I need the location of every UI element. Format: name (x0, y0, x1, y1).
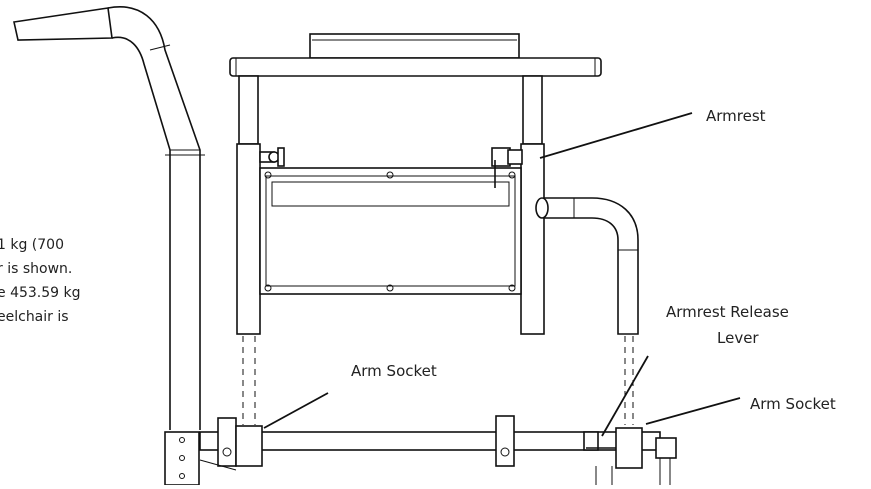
clamp-middle (495, 415, 515, 467)
frame-tube-inner (111, 36, 171, 430)
seat-frame-rail (199, 415, 677, 485)
side-text-line1: 1 kg (700 (0, 237, 64, 253)
bracket-hole (179, 455, 185, 461)
push-handle-frame (13, 6, 205, 486)
handle-grip (13, 7, 113, 41)
latch-knob-plate (277, 147, 285, 167)
release-bracket (507, 149, 523, 165)
arm-socket-right-label: Arm Socket (750, 395, 836, 413)
arm-post-left-lower (236, 143, 261, 335)
side-text-line4: eelchair is (0, 309, 69, 325)
arm-top-rail (229, 57, 602, 77)
bracket-hole (179, 473, 185, 479)
release-lever-housing (583, 431, 599, 451)
socket-brace (199, 459, 237, 471)
armrest-label: Armrest (706, 107, 766, 125)
arm-post-right-lower (520, 143, 545, 335)
arm-socket-left-leader (263, 392, 329, 429)
panel-rivet (264, 171, 272, 179)
frame-bracket (164, 431, 200, 486)
tube-seam (149, 44, 171, 51)
release-lever-label-line1: Armrest Release (666, 303, 789, 321)
arm-post-left-upper (238, 75, 259, 145)
panel-rivet (264, 284, 272, 292)
arm-socket-left-body (235, 425, 263, 467)
side-text-line2: r is shown. (0, 261, 72, 277)
panel-rivet (386, 284, 394, 292)
side-panel-strip (271, 181, 510, 207)
clamp-bolt (222, 447, 232, 457)
release-lever-leader (601, 355, 649, 437)
clamp-bolt (500, 447, 510, 457)
armrest-leader (539, 112, 693, 159)
arm-socket-right-leader (645, 397, 741, 425)
arm-socket-left-label: Arm Socket (351, 362, 437, 380)
side-hand-rail (543, 197, 639, 335)
side-text-line3: e 453.59 kg (0, 285, 81, 301)
alignment-guides (242, 336, 634, 425)
panel-rivet (386, 171, 394, 179)
panel-rivet (508, 171, 516, 179)
rail-end-fitting (655, 437, 677, 459)
release-lever-label-line2: Lever (717, 329, 759, 347)
frame-tube-outer (107, 6, 201, 430)
side-panel (259, 167, 522, 295)
arm-pad (309, 33, 520, 59)
hand-rail-end (535, 197, 549, 219)
panel-rivet (508, 284, 516, 292)
arm-post-right-upper (522, 75, 543, 145)
side-panel-inner (265, 175, 516, 287)
armrest-assembly (229, 33, 639, 335)
bracket-hole (179, 437, 185, 443)
clamp-left (217, 417, 237, 467)
arm-socket-right-body (615, 427, 643, 469)
